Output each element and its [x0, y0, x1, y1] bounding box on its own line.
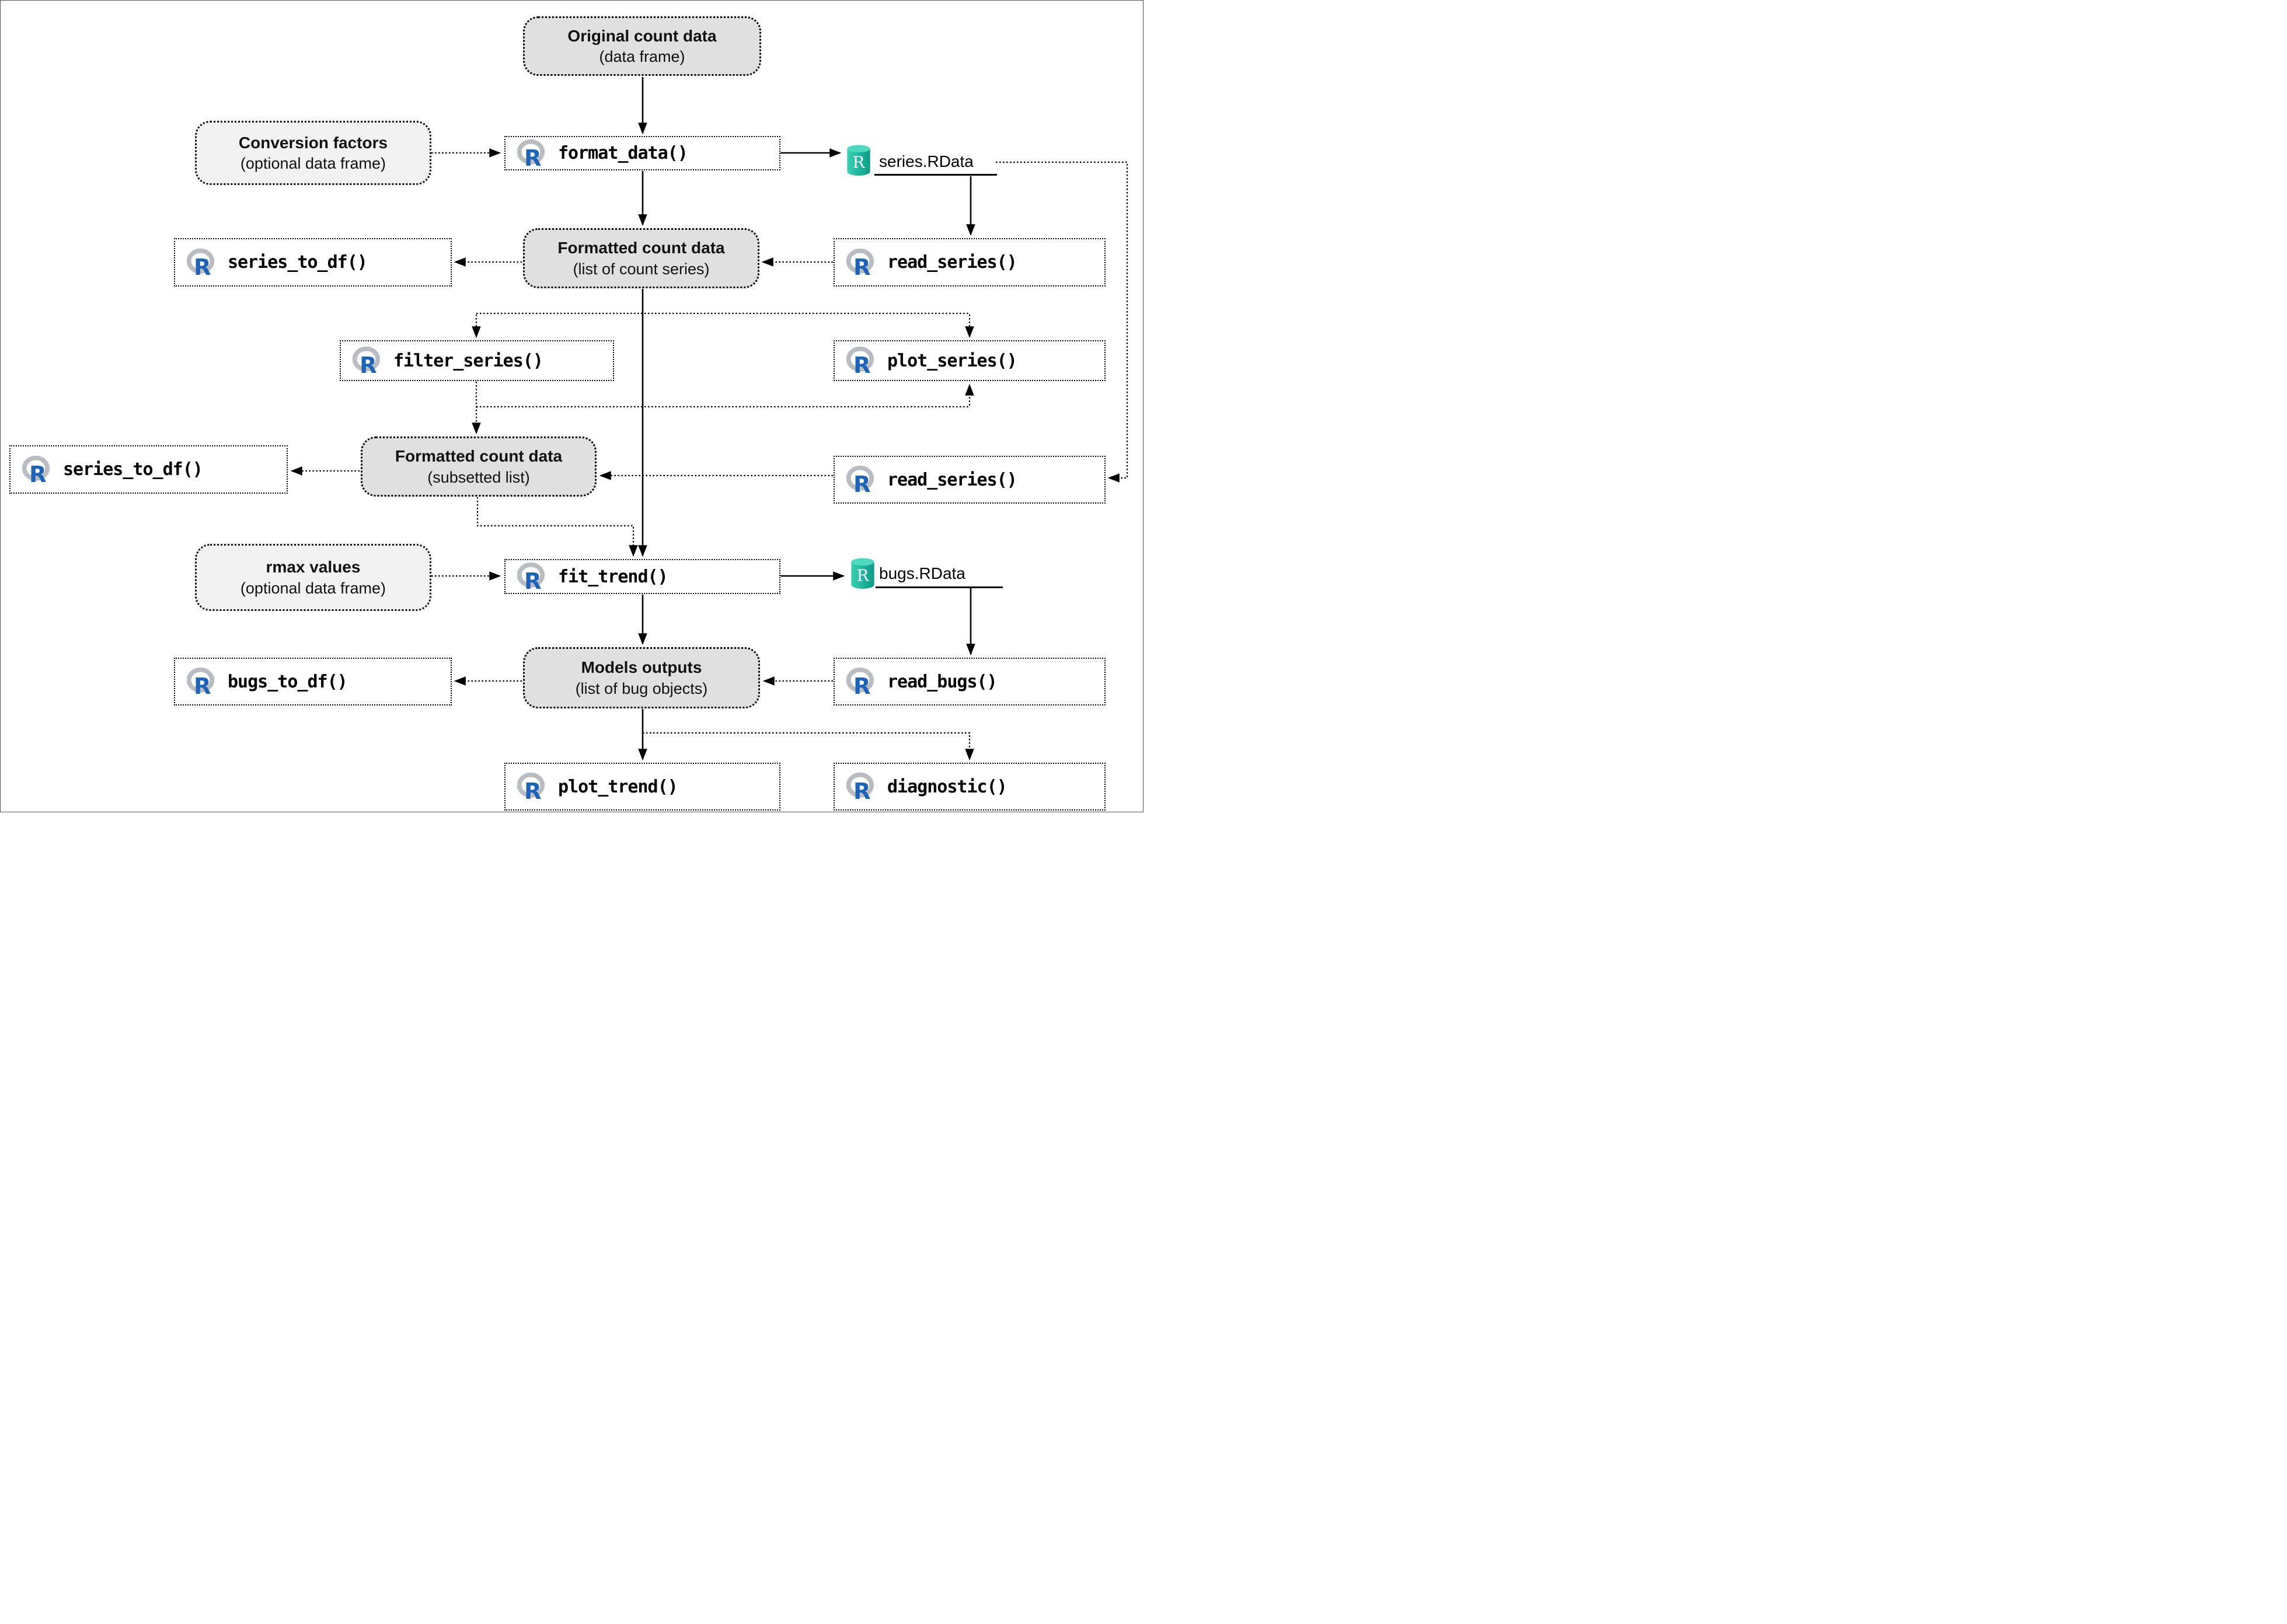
function-name: read_series() [887, 469, 1017, 490]
node-plot-trend-function: plot_trend() [504, 763, 780, 811]
file-label-series-rdata: series.RData [879, 152, 974, 170]
r-logo-icon [187, 249, 217, 277]
node-read-bugs-function: read_bugs() [834, 658, 1106, 706]
node-label: rmax values [266, 558, 361, 577]
r-logo-icon [187, 668, 217, 696]
node-original-count-data: Original count data (data frame) [523, 16, 761, 76]
function-name: filter_series() [393, 350, 543, 371]
node-sublabel: (list of bug objects) [575, 679, 708, 697]
node-diagnostic-function: diagnostic() [834, 763, 1106, 811]
r-logo-icon [846, 347, 877, 375]
node-label: Models outputs [581, 658, 702, 677]
node-label: Formatted count data [395, 447, 563, 466]
function-name: plot_series() [887, 350, 1017, 371]
r-logo-icon [22, 456, 53, 484]
r-logo-icon [846, 466, 877, 494]
node-bugs-to-df-function: bugs_to_df() [174, 658, 452, 706]
rdata-cylinder-icon [848, 557, 877, 590]
rdata-cylinder-icon [844, 144, 873, 177]
node-sublabel: (optional data frame) [240, 579, 386, 597]
node-filter-series-function: filter_series() [340, 340, 614, 381]
node-series-to-df-function-2: series_to_df() [9, 445, 288, 494]
node-models-outputs: Models outputs (list of bug objects) [523, 647, 760, 708]
node-formatted-subsetted-list: Formatted count data (subsetted list) [361, 436, 597, 497]
r-logo-icon [353, 347, 383, 375]
r-logo-icon [846, 773, 877, 801]
file-underline [876, 586, 1003, 588]
node-sublabel: (list of count series) [573, 260, 710, 278]
node-label: Conversion factors [238, 133, 388, 152]
node-label: Original count data [567, 26, 717, 45]
node-sublabel: (optional data frame) [240, 155, 386, 173]
node-label: Formatted count data [557, 239, 725, 257]
function-name: fit_trend() [558, 566, 668, 587]
node-formatted-count-data: Formatted count data (list of count seri… [523, 228, 759, 288]
node-sublabel: (subsetted list) [427, 468, 530, 486]
node-conversion-factors: Conversion factors (optional data frame) [195, 121, 431, 185]
function-name: diagnostic() [887, 776, 1007, 797]
function-name: series_to_df() [228, 252, 368, 273]
node-fit-trend-function: fit_trend() [504, 559, 780, 594]
r-logo-icon [517, 773, 548, 801]
node-series-to-df-function-1: series_to_df() [174, 238, 452, 287]
file-underline [874, 174, 997, 176]
node-read-series-function-1: read_series() [834, 238, 1106, 287]
function-name: bugs_to_df() [228, 671, 348, 692]
r-logo-icon [846, 249, 877, 277]
node-sublabel: (data frame) [599, 48, 685, 66]
node-rmax-values: rmax values (optional data frame) [195, 544, 431, 611]
connector-lines [290, 77, 1128, 761]
r-logo-icon [846, 668, 877, 696]
r-logo-icon [517, 563, 548, 591]
r-logo-icon [517, 139, 548, 167]
function-name: plot_trend() [558, 776, 678, 797]
function-name: read_bugs() [887, 671, 998, 692]
function-name: format_data() [558, 143, 688, 163]
function-name: series_to_df() [63, 459, 203, 480]
node-format-data-function: format_data() [504, 136, 780, 170]
workflow-diagram: R R [0, 0, 1144, 812]
file-label-bugs-rdata: bugs.RData [879, 564, 965, 582]
function-name: read_series() [887, 252, 1017, 273]
node-read-series-function-2: read_series() [834, 456, 1106, 504]
node-plot-series-function: plot_series() [834, 340, 1106, 381]
